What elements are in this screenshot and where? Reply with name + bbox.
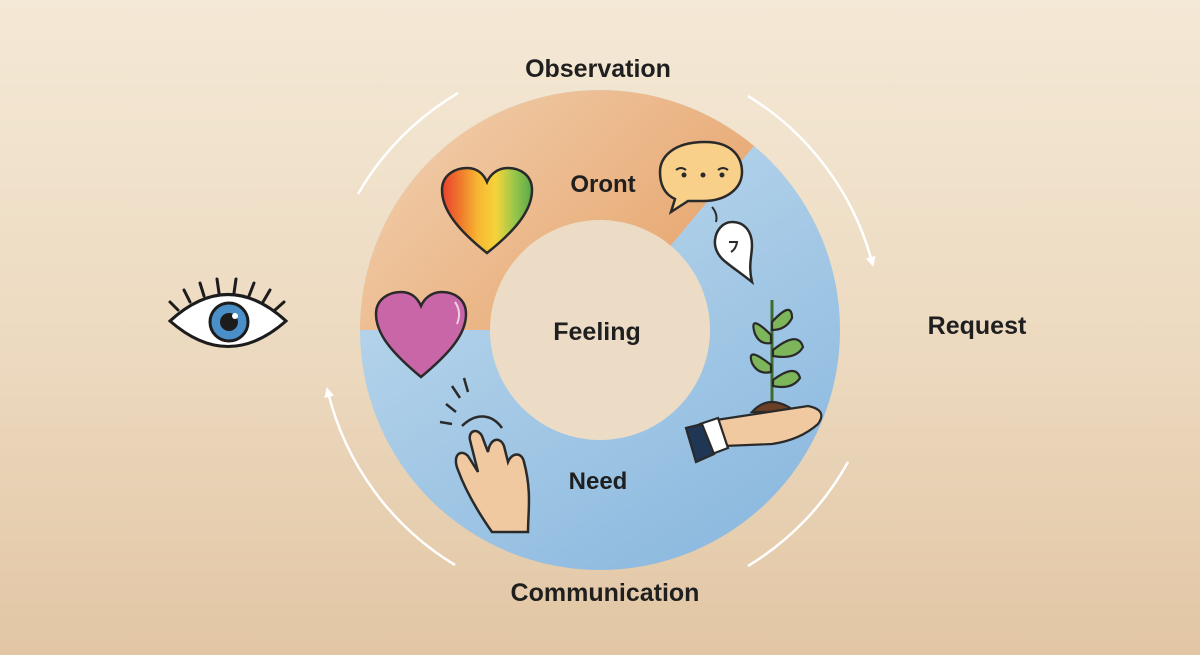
ring-warm-segment bbox=[360, 90, 754, 330]
cycle-arrow-top-left bbox=[356, 91, 459, 195]
small-speech-bubble-icon bbox=[713, 220, 755, 286]
snapping-hand-icon bbox=[439, 377, 531, 534]
cycle-arrow-bottom-left bbox=[324, 387, 456, 567]
speech-connector bbox=[711, 206, 718, 223]
label-feeling: Feeling bbox=[553, 318, 641, 346]
label-observation: Observation bbox=[525, 55, 671, 83]
cycle-arrow-top-right bbox=[747, 94, 876, 267]
label-request: Request bbox=[928, 312, 1027, 340]
pink-heart-icon bbox=[374, 290, 468, 379]
label-oront: Oront bbox=[570, 171, 635, 198]
seedling-in-hand-icon bbox=[684, 300, 823, 464]
rainbow-heart-icon bbox=[440, 166, 534, 255]
ring-center bbox=[490, 220, 710, 440]
cycle-arrow-bottom-right bbox=[747, 461, 850, 568]
pink-heart-highlight bbox=[454, 301, 461, 325]
label-communication: Communication bbox=[511, 579, 700, 607]
eye-icon bbox=[167, 277, 289, 348]
label-need: Need bbox=[569, 468, 628, 495]
speech-bubble-icon bbox=[658, 140, 744, 215]
